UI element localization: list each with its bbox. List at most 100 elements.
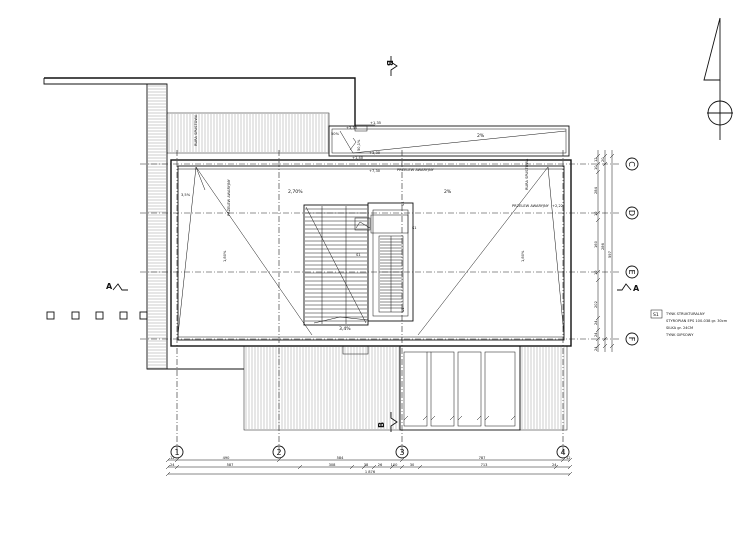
- svg-text:587: 587: [227, 463, 234, 467]
- upper-parapet: [328, 124, 570, 157]
- section-mark-b-bottom: B: [377, 412, 398, 432]
- svg-text:A: A: [633, 284, 640, 293]
- drawing-stroke: [595, 269, 601, 275]
- svg-text:787: 787: [479, 456, 486, 460]
- svg-text:TYNK STRUKTURALNY: TYNK STRUKTURALNY: [665, 312, 706, 316]
- note-rura-left: RURA SPUSTOWA: [194, 114, 198, 146]
- note-przelew-right-2: PRZELEW AWARYJNY: [512, 204, 550, 208]
- drawing-stroke: [595, 153, 601, 159]
- svg-text:3: 3: [399, 448, 404, 457]
- svg-text:24: 24: [594, 332, 598, 337]
- drawing-stroke: [174, 464, 180, 470]
- material-legend: S1 TYNK STRUKTURALNY STYROPIAN EPS 100-0…: [650, 309, 728, 337]
- svg-text:20: 20: [601, 157, 605, 162]
- top-hatched-strip: [166, 112, 330, 154]
- drawing-stroke: [457, 415, 463, 421]
- axis-bubble-1: 1: [170, 445, 184, 459]
- slope-stair-bottom: 3,4%: [339, 326, 351, 332]
- drawing-stroke: [430, 415, 436, 421]
- svg-text:12: 12: [170, 456, 175, 460]
- axis-bubble-3: 3: [395, 445, 409, 459]
- section-mark-a-left: A: [106, 282, 128, 291]
- svg-text:STYROPIAN EPS 100-038 gr. 30c: STYROPIAN EPS 100-038 gr. 30cm: [666, 319, 728, 323]
- slope-vertical-left: 1,80%: [223, 250, 227, 262]
- svg-text:10: 10: [594, 165, 598, 170]
- drawing-stroke: [476, 415, 482, 421]
- svg-text:308: 308: [329, 463, 337, 467]
- level-3: +3,30: [369, 151, 381, 155]
- drawing-stroke: [609, 153, 615, 159]
- svg-text:2: 2: [276, 448, 281, 457]
- drawing-stroke: [165, 471, 171, 477]
- drawing-stroke: [349, 464, 355, 470]
- drawing-stroke: [165, 464, 171, 470]
- drawing-stroke: [595, 315, 601, 321]
- drawing-stroke: [602, 161, 608, 167]
- stair-block: [303, 204, 369, 326]
- svg-text:24: 24: [552, 463, 557, 467]
- svg-text:10: 10: [594, 270, 598, 275]
- svg-text:B: B: [377, 422, 386, 428]
- level-2: +1,35: [370, 121, 381, 125]
- svg-text:1 876: 1 876: [365, 470, 376, 474]
- drawing-stroke: [595, 161, 601, 167]
- drawing-stroke: [595, 277, 601, 283]
- tag-s1-a: S1: [412, 226, 417, 230]
- svg-text:24: 24: [594, 346, 598, 351]
- tag-s1-c: S1: [401, 201, 405, 206]
- svg-text:12: 12: [566, 456, 571, 460]
- drawing-stroke: [403, 415, 409, 421]
- svg-text:12: 12: [594, 157, 598, 162]
- slope-top-strip: 2%: [477, 133, 485, 139]
- bottom-hatched-strip: [243, 345, 568, 431]
- drawing-stroke: [595, 343, 601, 349]
- svg-text:284: 284: [594, 186, 598, 194]
- svg-text:490: 490: [223, 456, 231, 460]
- main-roof: [170, 159, 572, 347]
- drawing-stroke: [276, 457, 282, 463]
- axis-bubble-f: F: [625, 332, 639, 346]
- dimensions-bottom: 12 490 584 787 12 24 587 308 38 26 100 3…: [165, 456, 573, 477]
- shaft-block: [354, 202, 414, 322]
- note-rura-right: RURA SPUSTOWA: [525, 158, 529, 190]
- door-block: [342, 345, 369, 355]
- drawing-stroke: [602, 336, 608, 342]
- drawing-stroke: [389, 464, 395, 470]
- drawing-stroke: [609, 343, 615, 349]
- tag-s1-b: S1: [356, 253, 361, 257]
- slope-vertical-right: 1,80%: [521, 250, 525, 262]
- svg-text:26: 26: [378, 463, 383, 467]
- note-przelew-right-1: PRZELEW AWARYJNY: [397, 168, 435, 172]
- drawing-stroke: [484, 415, 490, 421]
- svg-text:10: 10: [594, 211, 598, 216]
- svg-text:24: 24: [594, 320, 598, 325]
- drawing-stroke: [595, 217, 601, 223]
- note-przelew-left: PRZELEW AWARYJNY: [227, 178, 231, 216]
- level-4: +1,40: [352, 156, 364, 160]
- svg-text:4: 4: [560, 448, 565, 457]
- svg-text:B: B: [385, 60, 394, 66]
- drawing-stroke: [595, 336, 601, 342]
- axis-bubble-2: 2: [272, 445, 286, 459]
- drawing-stroke: [595, 210, 601, 216]
- svg-text:SILKA gr. 24CM: SILKA gr. 24CM: [666, 326, 693, 330]
- level-5: +7,30: [369, 169, 381, 173]
- drawing-stroke: [165, 457, 171, 463]
- drawing-stroke: [510, 415, 516, 421]
- svg-text:A: A: [106, 282, 113, 291]
- roof-edge-top: [44, 77, 356, 126]
- drawing-stroke: [553, 464, 559, 470]
- drawing-stroke: [399, 457, 405, 463]
- axis-bubble-4: 4: [556, 445, 570, 459]
- slope-small-left: 3,5%: [181, 193, 191, 197]
- drawing-stroke: [567, 457, 573, 463]
- svg-text:S1: S1: [653, 312, 659, 318]
- column-markers: [46, 311, 148, 320]
- slope-roof-left: 2,70%: [288, 189, 303, 195]
- svg-text:286: 286: [601, 242, 605, 250]
- drawing-stroke: [560, 457, 566, 463]
- svg-text:713: 713: [481, 463, 488, 467]
- drawing-stroke: [595, 169, 601, 175]
- svg-text:100: 100: [391, 463, 399, 467]
